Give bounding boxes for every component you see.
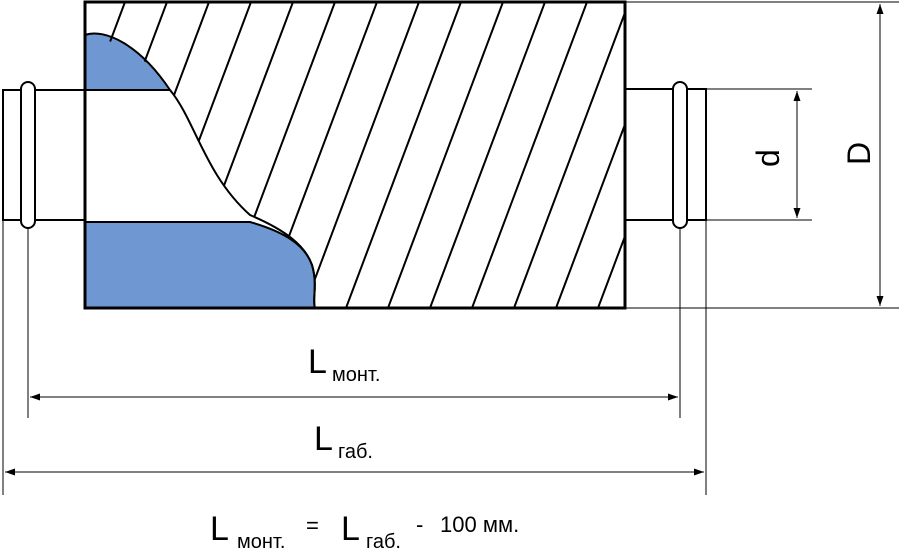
formula: L монт. = L габ. - 100 мм.	[210, 510, 519, 551]
l-gab-subscript: габ.	[338, 441, 373, 463]
hatch-line	[303, 2, 420, 308]
hatch-line	[387, 2, 504, 308]
hatch-line	[471, 2, 588, 308]
formula-equals: =	[306, 513, 319, 538]
hatch-line	[429, 2, 546, 308]
outlet-pipe	[625, 81, 707, 229]
casing-hatching	[85, 2, 755, 308]
l-mont-letter: L	[308, 343, 327, 381]
hatch-line	[555, 2, 625, 308]
formula-value: 100 мм.	[440, 512, 519, 537]
formula-rhs-letter: L	[341, 510, 360, 548]
hatch-line	[513, 2, 625, 308]
formula-minus: -	[416, 512, 423, 537]
silencer-body	[83, 0, 627, 310]
formula-lhs-letter: L	[210, 510, 229, 548]
insulation-top	[84, 32, 172, 91]
d-label: d	[750, 149, 786, 167]
hatch-line	[345, 2, 462, 308]
l-mont-subscript: монт.	[332, 364, 380, 386]
l-gab-letter: L	[314, 420, 333, 458]
formula-lhs-subscript: монт.	[237, 531, 285, 551]
D-label: D	[841, 142, 877, 165]
insulation-bottom	[84, 221, 317, 309]
dimension-lines	[2, 1, 899, 495]
cutaway-edge	[169, 89, 316, 309]
formula-rhs-subscript: габ.	[366, 531, 401, 551]
hatch-line	[640, 2, 755, 308]
hatch-line	[597, 2, 625, 308]
